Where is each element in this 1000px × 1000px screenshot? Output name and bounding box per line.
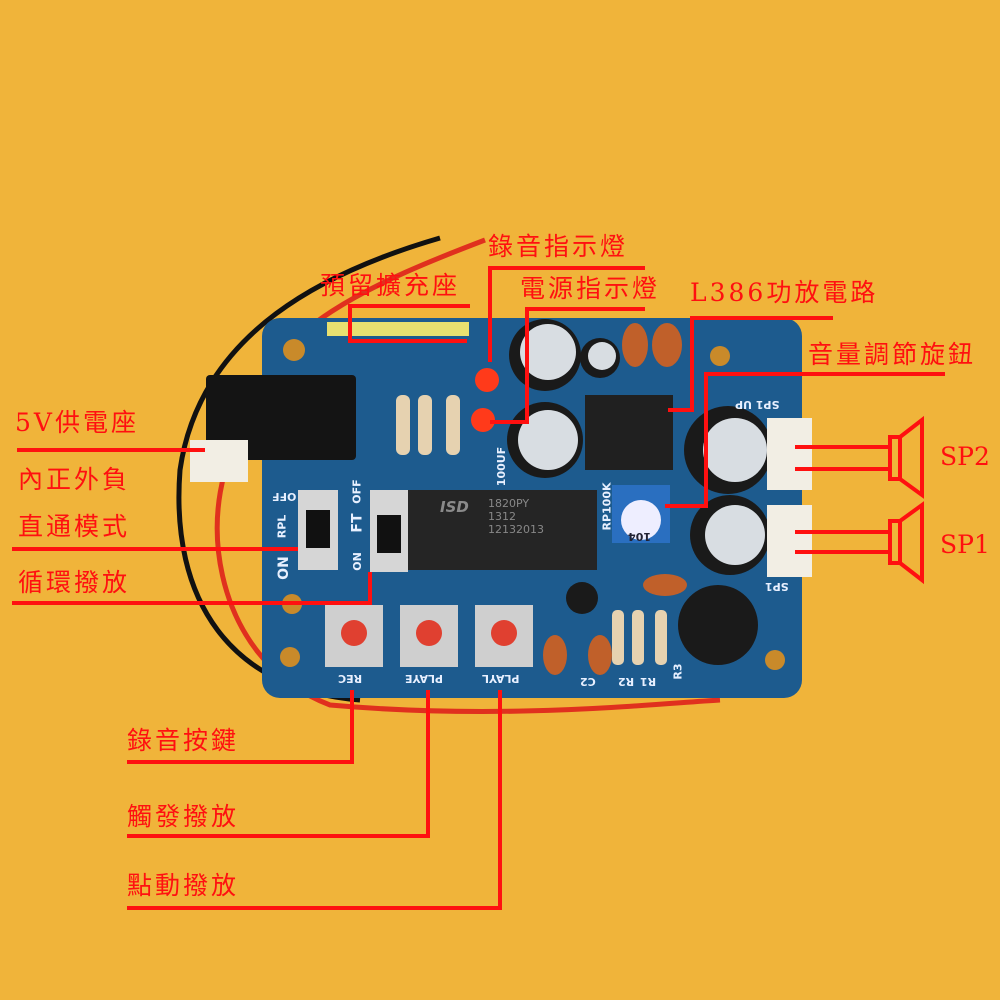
- chip-line2: 1312: [488, 510, 516, 523]
- label-volume-knob: 音量調節旋鈕: [808, 340, 977, 369]
- resistor: [396, 395, 410, 455]
- expansion-header-pointer: [348, 304, 470, 343]
- record-led: [475, 368, 499, 392]
- label-amp-circuit: L386功放電路: [690, 278, 879, 307]
- volume-pointer: [665, 372, 945, 508]
- silk-off: OFF: [272, 490, 297, 503]
- label-expansion-header: 預留擴充座: [320, 271, 461, 300]
- silk-r2: R2: [618, 675, 635, 688]
- silk-on: ON: [275, 556, 292, 580]
- label-passthrough: 直通模式: [18, 512, 131, 541]
- silk-off-ft: OFF: [350, 479, 364, 504]
- silk-pot: RP100K: [600, 482, 614, 531]
- annotation-lines: [12, 266, 945, 910]
- chip-line3: 12132013: [488, 523, 544, 536]
- lm386-chip: [585, 395, 673, 470]
- sp2-connector: [767, 418, 812, 490]
- silk-rec: REC: [338, 672, 363, 685]
- silk-sp-top: SP1 UP: [735, 398, 780, 411]
- silk-c2: C2: [580, 675, 596, 688]
- silk-playe: PLAYE: [405, 672, 444, 685]
- isd1820-chip: [402, 490, 597, 570]
- resistor: [612, 610, 624, 665]
- red-wire: [214, 237, 721, 714]
- label-polarity: 內正外負: [18, 465, 131, 494]
- label-power-led: 電源指示燈: [520, 274, 661, 303]
- ceramic-capacitor: [543, 635, 567, 675]
- chip-brand: ISD: [440, 498, 469, 516]
- dc-power-jack: [206, 375, 356, 460]
- resistor: [418, 395, 432, 455]
- chip-model: 1820PY: [488, 497, 530, 510]
- mount-hole: [765, 650, 785, 670]
- silk-on-ft: ON: [350, 552, 364, 571]
- label-record-button: 錄音按鍵: [127, 726, 240, 755]
- label-record-led: 錄音指示燈: [488, 232, 629, 261]
- label-sp1: SP1: [940, 530, 990, 559]
- capacitor: [566, 582, 598, 614]
- ceramic-capacitor: [652, 323, 682, 367]
- black-wire: [176, 235, 441, 703]
- silk-sp-bottom: SP1: [765, 580, 789, 593]
- connector-white: [190, 440, 248, 482]
- mount-hole: [710, 346, 730, 366]
- label-trigger-play: 觸發撥放: [127, 802, 240, 831]
- label-loop-play: 循環撥放: [18, 568, 131, 597]
- ceramic-capacitor: [588, 635, 612, 675]
- microphone: [678, 585, 758, 665]
- power-led-pointer: [490, 307, 645, 424]
- amp-pointer: [668, 316, 833, 412]
- label-power-jack: 5V供電座: [15, 408, 139, 437]
- sp1-connector: [767, 505, 812, 577]
- pin-header: [327, 322, 469, 336]
- resistor: [446, 395, 460, 455]
- trigger-pointer: [127, 690, 430, 838]
- label-momentary-play: 點動撥放: [127, 871, 240, 900]
- speaker-icon: [888, 519, 902, 565]
- silk-ft: FT: [349, 513, 366, 533]
- label-sp2: SP2: [940, 442, 990, 471]
- speaker-icon: [888, 435, 902, 481]
- resistor: [655, 610, 667, 665]
- mount-hole: [280, 647, 300, 667]
- record-led-pointer: [488, 266, 645, 362]
- silk-rpl: RPL: [275, 514, 289, 539]
- ceramic-capacitor: [643, 574, 687, 596]
- silk-cap: 100UF: [495, 446, 509, 487]
- ceramic-capacitor: [622, 323, 648, 367]
- momentary-pointer: [127, 690, 502, 910]
- silk-pot-code: 104: [628, 530, 651, 543]
- silk-playl: PLAYL: [482, 672, 520, 685]
- resistor: [632, 610, 644, 665]
- silk-r3: R3: [671, 663, 685, 680]
- silk-r1: R1: [640, 675, 657, 688]
- loop-pointer: [12, 572, 372, 605]
- record-button-pointer: [127, 690, 354, 764]
- power-led: [471, 408, 495, 432]
- mount-hole: [283, 339, 305, 361]
